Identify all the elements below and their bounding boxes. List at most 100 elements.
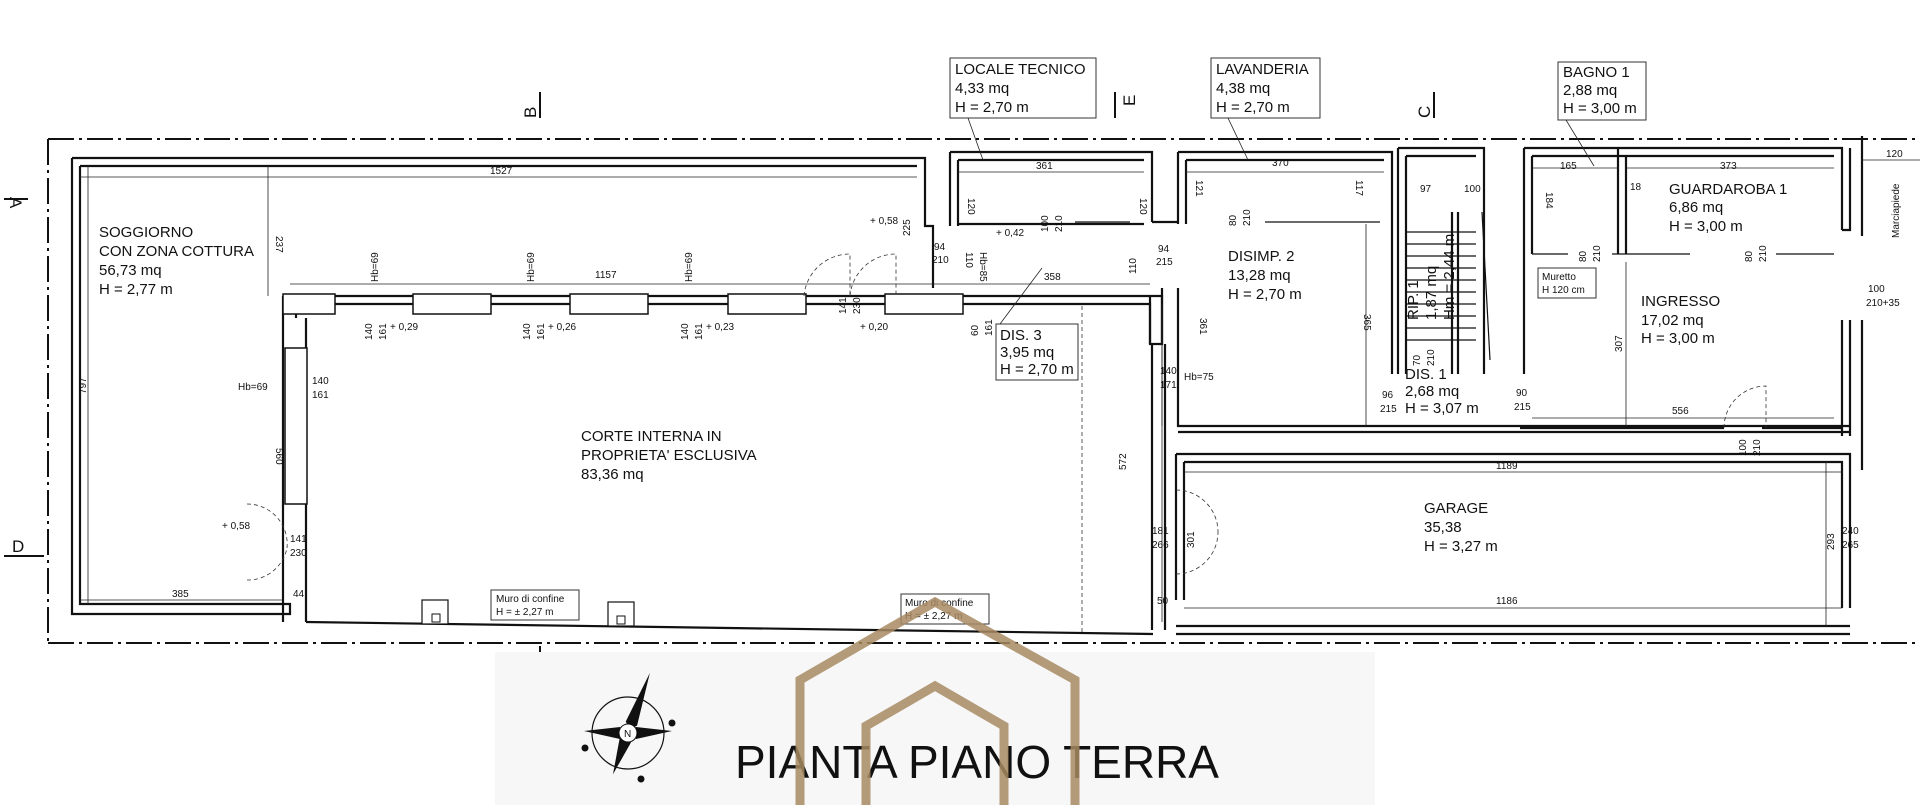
dim-358: 358	[1044, 272, 1061, 283]
plan-title: PIANTA PIANO TERRA	[735, 736, 1219, 788]
dim-797: 797	[78, 377, 89, 394]
room-dis1-height: H = 3,07 m	[1405, 400, 1479, 417]
dim-265: 265	[1842, 540, 1859, 551]
room-rip1-area: 1,87 mq	[1423, 266, 1440, 320]
room-bagno-area: 2,88 mq	[1563, 82, 1617, 99]
dim-165: 165	[1560, 161, 1577, 172]
dim-361-b: 361	[1197, 318, 1208, 335]
note-muretto-height: H 120 cm	[1542, 285, 1585, 296]
room-disimp2-area: 13,28 mq	[1228, 267, 1291, 284]
room-labels: SOGGIORNO CON ZONA COTTURA 56,73 mq H = …	[99, 61, 1787, 555]
note-muro2-height: H = ± 2,27 m	[905, 611, 962, 622]
dim-210-35: 210+35	[1866, 298, 1900, 309]
dim-140-e: 140	[1160, 366, 1177, 377]
room-garage-height: H = 3,27 m	[1424, 538, 1498, 555]
dim-1157: 1157	[595, 270, 617, 281]
logo-watermark	[795, 596, 1080, 805]
room-ingresso-area: 17,02 mq	[1641, 312, 1704, 329]
room-dis1-area: 2,68 mq	[1405, 383, 1459, 400]
section-b-top: B	[521, 107, 540, 118]
label-box-bagno	[1557, 61, 1647, 121]
room-locale-tecnico-name: LOCALE TECNICO	[955, 61, 1086, 78]
dim-80-c: 80	[1744, 250, 1755, 262]
room-corte-area: 83,36 mq	[581, 466, 644, 483]
room-soggiorno-name2: CON ZONA COTTURA	[99, 243, 254, 260]
dim-120-a: 120	[965, 198, 976, 215]
room-soggiorno-name: SOGGIORNO	[99, 224, 193, 241]
dim-110-b: 110	[1128, 258, 1139, 274]
dim-029: + 0,29	[390, 322, 419, 333]
room-rip1-height: Hm = 2,44 m	[1441, 234, 1458, 320]
room-dis3-area: 3,95 mq	[1000, 344, 1054, 361]
dim-556: 556	[1672, 406, 1689, 417]
note-muro1: Muro di confine	[496, 594, 565, 605]
dim-161-b: 161	[536, 323, 547, 340]
dim-370: 370	[1272, 158, 1289, 169]
room-rip1-name: RIP. 1	[1405, 280, 1422, 320]
dim-210-e: 210	[1758, 245, 1769, 262]
room-dis3-height: H = 2,70 m	[1000, 361, 1074, 378]
room-disimp2-height: H = 2,70 m	[1228, 286, 1302, 303]
section-e: E	[1120, 95, 1139, 106]
dim-140-d: 140	[312, 376, 329, 387]
dimension-lines	[80, 159, 1920, 626]
room-ingresso-height: H = 3,00 m	[1641, 330, 1715, 347]
dim-560: 560	[273, 448, 284, 465]
dim-140-b: 140	[522, 323, 533, 340]
section-markers: B E C A D B	[4, 92, 1435, 672]
dim-365: 365	[1361, 314, 1372, 331]
label-box-dis3	[995, 323, 1079, 381]
dim-161-e: 161	[984, 319, 995, 336]
label-box-muretto	[1537, 267, 1597, 299]
dim-80-b: 80	[1578, 250, 1589, 262]
dim-97: 97	[1420, 184, 1432, 195]
dim-161-c: 161	[694, 323, 705, 340]
dim-210-b: 210	[1054, 215, 1065, 232]
dim-120-c: 120	[1886, 149, 1903, 160]
dim-hb2: Hb=69	[526, 252, 537, 282]
dim-042: + 0,42	[996, 228, 1025, 239]
dim-50: 50	[1157, 596, 1169, 607]
dim-140-a: 140	[364, 323, 375, 340]
dim-100-c: 100	[1868, 284, 1885, 295]
dim-210-f: 210	[1426, 349, 1437, 366]
dim-023: + 0,23	[706, 322, 735, 333]
dim-230-a: 230	[852, 297, 863, 314]
dim-171: 171	[1160, 380, 1177, 391]
room-garage-name: GARAGE	[1424, 500, 1488, 517]
dim-94-b: 94	[1158, 244, 1170, 255]
room-lavanderia-area: 4,38 mq	[1216, 80, 1270, 97]
room-ingresso-name: INGRESSO	[1641, 293, 1720, 310]
dim-110-a: 110	[963, 252, 974, 268]
note-muro1-height: H = ± 2,27 m	[496, 607, 553, 618]
section-c: C	[1415, 106, 1434, 118]
dim-225: 225	[902, 219, 913, 236]
dim-020: + 0,20	[860, 322, 889, 333]
dim-hb1: Hb=69	[370, 252, 381, 282]
dim-hb4: Hb=69	[238, 382, 268, 393]
dim-215-b: 215	[1514, 402, 1531, 413]
dim-058-b: + 0,58	[222, 521, 251, 532]
dim-230-b: 230	[290, 548, 307, 559]
dim-385: 385	[172, 589, 189, 600]
label-box-locale-tecnico	[949, 57, 1097, 119]
dim-1186: 1186	[1496, 596, 1518, 607]
dim-572: 572	[1118, 453, 1129, 470]
north-arrow-icon: N	[581, 672, 676, 783]
property-boundary	[47, 138, 1920, 644]
dim-100-b: 100	[1464, 184, 1481, 195]
dim-161-a: 161	[378, 323, 389, 340]
room-dis3-name: DIS. 3	[1000, 327, 1042, 344]
dim-058-a: + 0,58	[870, 216, 899, 227]
room-guardaroba-name: GUARDAROBA 1	[1669, 181, 1787, 198]
dim-44: 44	[293, 589, 305, 600]
dim-60: 60	[970, 324, 981, 336]
dim-80-a: 80	[1228, 214, 1239, 226]
dim-117: 117	[1353, 180, 1364, 196]
dim-121: 121	[1193, 180, 1204, 197]
room-guardaroba-area: 6,86 mq	[1669, 199, 1723, 216]
dim-210-c: 210	[1242, 209, 1253, 226]
dim-hb3: Hb=69	[684, 252, 695, 282]
dim-301: 301	[1186, 531, 1197, 548]
